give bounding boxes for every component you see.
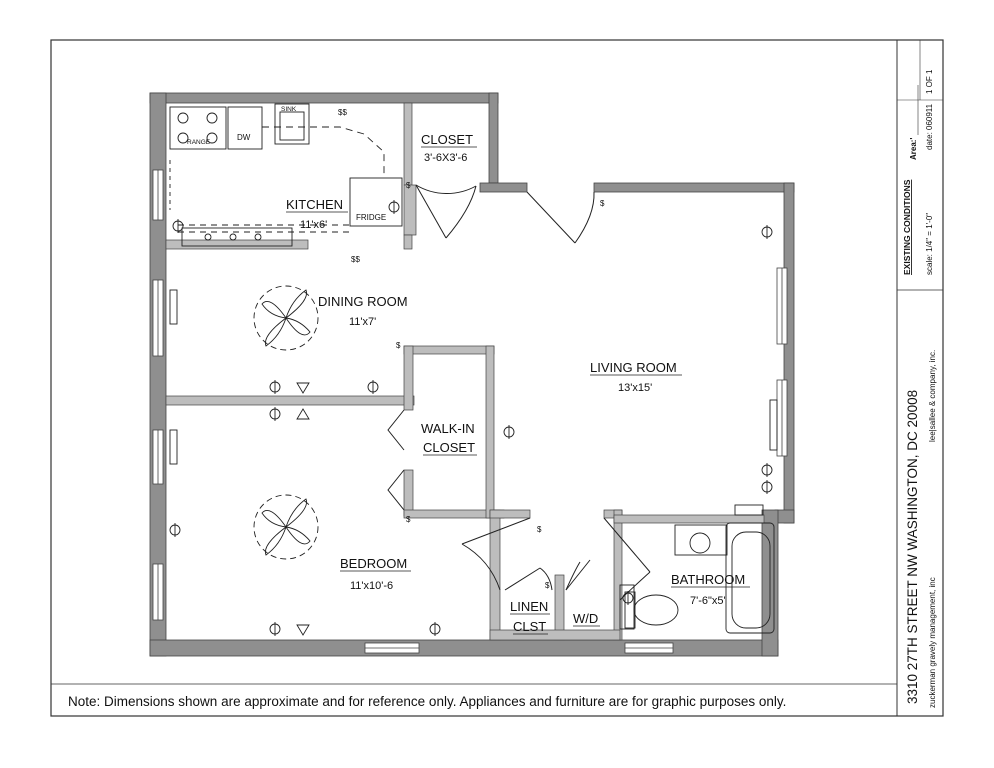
sink-label: SINK: [281, 106, 297, 113]
living-dim: 13'x15': [618, 382, 652, 394]
linen-name-2: CLST: [513, 619, 546, 634]
company-right: lee|sallee & company, inc.: [928, 350, 937, 442]
switch-symbol-kitchen-bottom: $$: [351, 255, 360, 264]
interior-walls: [165, 102, 765, 641]
vanity: [674, 524, 728, 556]
living-name: LIVING ROOM: [590, 360, 677, 375]
kitchen-sink: [274, 103, 310, 145]
switch-symbol-living: $: [600, 199, 605, 208]
kitchen-fixtures: [169, 103, 403, 247]
ceiling-fans: [253, 285, 319, 560]
bathroom-name: BATHROOM: [671, 572, 745, 587]
switch-symbol-linen: $: [545, 581, 550, 590]
toilet-tank: [624, 591, 636, 629]
kitchen-dim: 11'x6': [300, 219, 327, 231]
company-left: zuckerman gravely management, inc: [928, 577, 937, 708]
electrical-symbols: [169, 200, 778, 636]
switch-symbol-bedroom: $: [406, 515, 411, 524]
water-heater: [619, 584, 635, 630]
walkin-name-1: WALK-IN: [421, 421, 475, 436]
doors: [387, 184, 651, 601]
exterior-walls: [149, 92, 795, 657]
bedroom-name: BEDROOM: [340, 556, 407, 571]
bedroom-dim: 11'x10'-6: [350, 580, 393, 592]
sheet-border: [50, 39, 944, 717]
dining-dim: 11'x7': [349, 316, 376, 328]
counter-island: [181, 227, 293, 247]
area-label: Area:': [909, 138, 918, 160]
bathroom-dim: 7'-6"x5': [690, 595, 726, 607]
walkin-name-2: CLOSET: [423, 440, 475, 455]
switch-symbol-dining: $: [396, 341, 401, 350]
scale-text: scale: 1/4" = 1'-0": [925, 213, 934, 275]
range-label: RANGE: [187, 139, 211, 146]
dining-name: DINING ROOM: [318, 294, 408, 309]
bathtub: [725, 522, 775, 634]
date-text: date: 060911: [925, 103, 934, 150]
bathroom-fixtures: [619, 522, 775, 634]
dishwasher: [227, 106, 263, 150]
switch-symbol-hall: $: [537, 525, 542, 534]
sheet-number: 1 OF 1: [925, 69, 934, 94]
range: [169, 106, 227, 150]
kitchen-name: KITCHEN: [286, 197, 343, 212]
closet-name: CLOSET: [421, 132, 473, 147]
wd-name: W/D: [573, 611, 598, 626]
dw-label: DW: [237, 133, 251, 142]
closet-dim: 3'-6X3'-6: [424, 152, 467, 164]
fridge: [349, 177, 403, 227]
windows: [152, 169, 788, 654]
fridge-label: FRIDGE: [356, 213, 386, 222]
linen-name-1: LINEN: [510, 599, 548, 614]
address-title: 3310 27TH STREET NW WASHINGTON, DC 20008: [905, 390, 920, 704]
switch-symbol-closet: $: [406, 181, 411, 190]
existing-conditions-heading: EXISTING CONDITIONS: [902, 179, 912, 275]
title-block: 1 OF 1 3310 27TH STREET NW WASHINGTON, D…: [897, 40, 943, 708]
disclaimer-note: Note: Dimensions shown are approximate a…: [68, 694, 786, 709]
switch-symbol-kitchen-top: $$: [338, 108, 347, 117]
